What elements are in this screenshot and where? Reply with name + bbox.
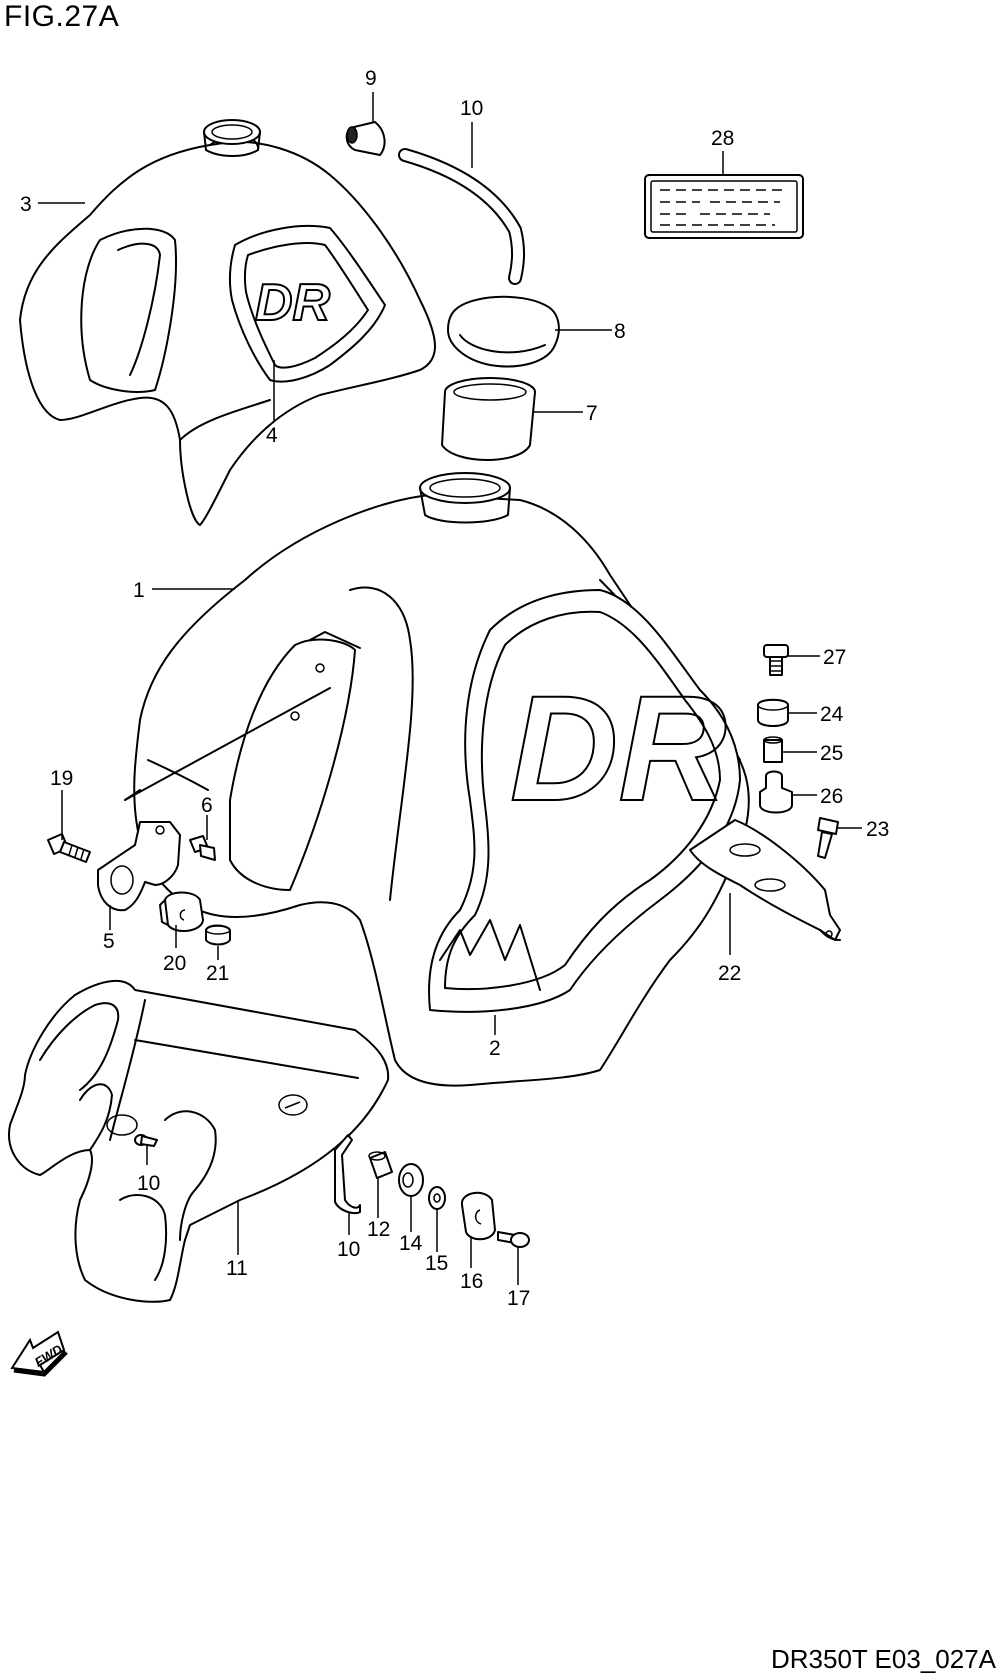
small-fuel-tank[interactable]: DR xyxy=(19,119,436,526)
callout-27: 27 xyxy=(823,646,846,669)
caution-label[interactable] xyxy=(644,174,804,239)
callout-8: 8 xyxy=(614,320,626,343)
callout-26: 26 xyxy=(820,785,843,808)
cushion-24[interactable] xyxy=(757,698,789,727)
callout-10-guide: 10 xyxy=(337,1238,360,1261)
callout-25: 25 xyxy=(820,742,843,765)
decal-dr-small: DR xyxy=(228,225,386,383)
leader-lines xyxy=(38,92,862,1285)
callout-3: 3 xyxy=(20,193,32,216)
side-cover[interactable] xyxy=(8,979,390,1303)
callout-11: 11 xyxy=(226,1257,248,1280)
callout-20: 20 xyxy=(163,952,186,975)
callout-2: 2 xyxy=(489,1037,501,1060)
decal-dr-small-text: DR xyxy=(255,274,331,332)
screw-12[interactable] xyxy=(134,1134,158,1147)
fwd-arrow-icon: FWD xyxy=(10,1330,68,1377)
collar-14[interactable] xyxy=(368,1151,393,1179)
callout-18: 17 xyxy=(507,1287,530,1310)
collar-21[interactable] xyxy=(205,924,231,946)
callout-21: 21 xyxy=(206,962,229,985)
bolt-18[interactable] xyxy=(497,1231,530,1248)
washer-16[interactable] xyxy=(428,1186,446,1210)
bolt-6[interactable] xyxy=(189,835,216,861)
callout-28: 28 xyxy=(711,127,734,150)
callout-labels: 3 4 9 10 28 8 7 1 27 24 25 26 23 22 19 6… xyxy=(20,67,889,1310)
cushion-17[interactable] xyxy=(460,1191,496,1241)
callout-9: 9 xyxy=(365,67,377,90)
hose-guide-10[interactable] xyxy=(334,1134,361,1215)
decal-dr-large: DR xyxy=(428,589,741,1013)
callout-16: 15 xyxy=(425,1252,448,1275)
callout-7: 7 xyxy=(586,402,598,425)
callout-12: 10 xyxy=(137,1172,160,1195)
callout-4: 4 xyxy=(266,424,278,447)
bolt-27[interactable] xyxy=(763,644,789,676)
decal-dr-large-text: DR xyxy=(510,664,727,832)
figure-code: DR350T E03_027A xyxy=(770,1644,996,1674)
bolt-19[interactable] xyxy=(47,833,91,863)
callout-23: 23 xyxy=(866,818,889,841)
callout-5: 5 xyxy=(103,930,115,953)
callout-10-hose: 10 xyxy=(460,97,483,120)
stay-5[interactable] xyxy=(97,821,181,912)
filler-neck-ring[interactable] xyxy=(441,377,536,461)
callout-6: 6 xyxy=(201,794,213,817)
bolt-23[interactable] xyxy=(817,817,839,859)
small-tank-filler-neck xyxy=(203,119,261,157)
main-tank-filler-neck xyxy=(419,472,511,524)
tank-bracket-right[interactable] xyxy=(689,819,841,941)
callout-19: 19 xyxy=(50,767,73,790)
cushion-26[interactable] xyxy=(759,770,793,814)
callout-14: 12 xyxy=(367,1218,390,1241)
cushion-15[interactable] xyxy=(398,1163,424,1197)
figure-title: FIG.27A xyxy=(4,0,120,33)
callout-15: 14 xyxy=(399,1232,423,1255)
fuel-cap[interactable] xyxy=(447,295,560,368)
callout-17: 16 xyxy=(460,1270,483,1293)
breather-hose[interactable] xyxy=(398,148,525,285)
cushion-20[interactable] xyxy=(159,891,204,932)
callout-1: 1 xyxy=(133,579,145,602)
callout-24: 24 xyxy=(820,703,844,726)
collar-25[interactable] xyxy=(763,736,783,763)
hose-clip[interactable] xyxy=(345,121,386,156)
callout-22: 22 xyxy=(718,962,741,985)
